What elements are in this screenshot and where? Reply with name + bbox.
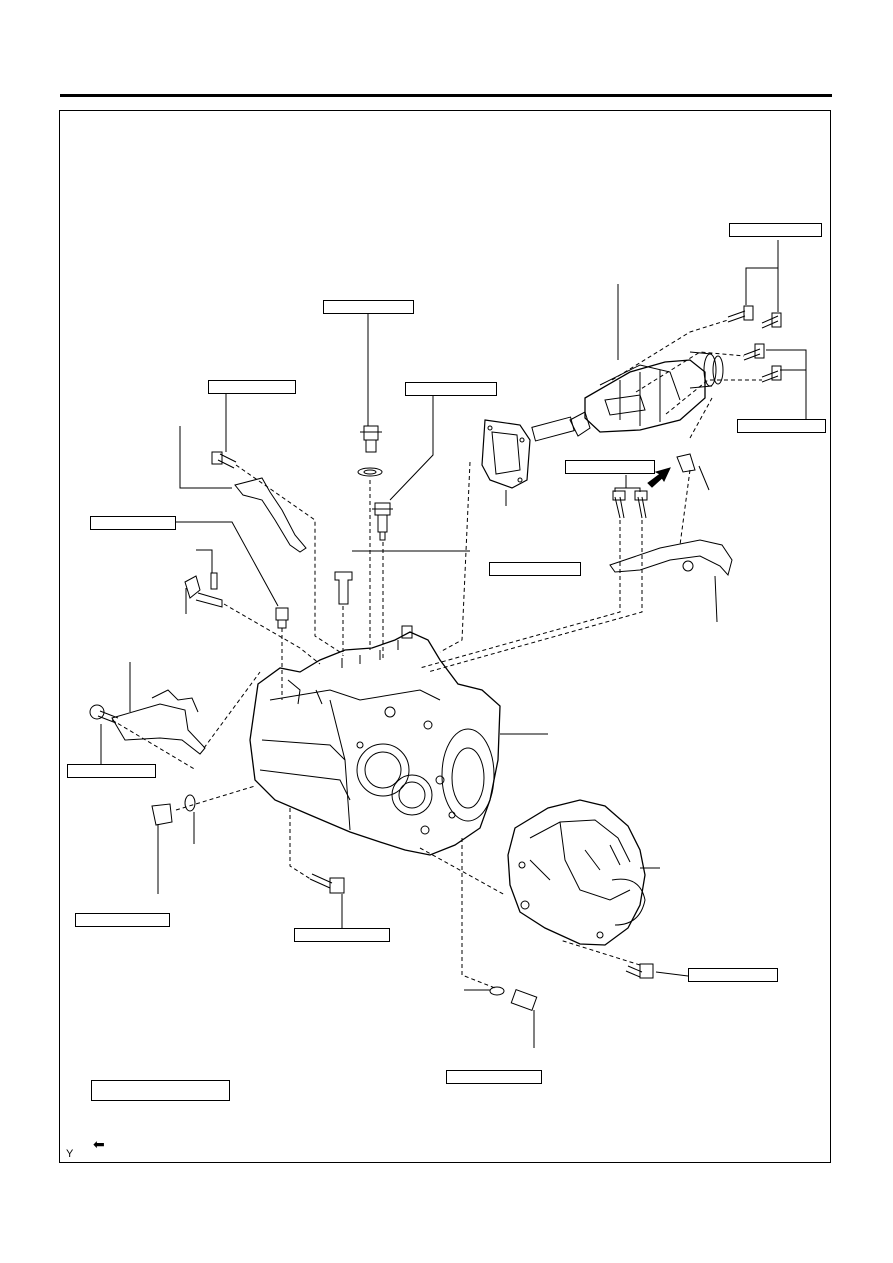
arrow-right-icon [647, 467, 671, 488]
plug-left [275, 607, 289, 629]
bolt-tr-1 [727, 305, 754, 323]
plug-left-lower [151, 803, 173, 826]
bolt-bottom-right [625, 963, 654, 979]
shift-lever-assembly [531, 351, 724, 442]
label-box-8 [489, 562, 581, 576]
label-box-13 [446, 1070, 542, 1084]
header-rule [60, 94, 832, 97]
gasket [481, 419, 531, 489]
figure-frame [59, 110, 831, 1163]
switch-mid [372, 502, 393, 541]
switch-top [357, 425, 383, 477]
label-box-4 [405, 382, 497, 396]
plug-mid [334, 571, 353, 605]
control-bracket [609, 539, 733, 577]
plug-bottom [510, 989, 538, 1011]
bolt-bottom-mid [309, 873, 345, 894]
label-box-14 [91, 1080, 230, 1101]
pin [210, 572, 218, 590]
label-box-10 [75, 913, 170, 927]
label-box-12 [688, 968, 778, 982]
label-box-2 [323, 300, 414, 314]
label-box-6 [565, 460, 655, 474]
bolt-right-1 [612, 490, 626, 519]
label-box-5 [737, 419, 826, 433]
label-box-9 [67, 764, 156, 778]
lock-lever [234, 477, 307, 553]
bolt-right-2 [634, 490, 648, 519]
bolt-tr-2 [761, 312, 782, 329]
clip-right [676, 453, 696, 473]
case-bell [441, 728, 495, 822]
bolt-left-upper [211, 451, 237, 469]
bolt-tr-4 [761, 365, 782, 383]
case-bore-left [356, 743, 410, 797]
case-cover [507, 799, 646, 946]
case-bore-right [391, 774, 433, 816]
label-box-3 [208, 380, 296, 394]
transaxle-case [249, 631, 501, 856]
selector-bracket [111, 703, 206, 755]
arrow-left-icon: ⬅ [93, 1136, 105, 1152]
figure-id: Y [66, 1148, 74, 1160]
bolt-left-lower [89, 704, 119, 724]
label-box-7 [90, 516, 176, 530]
label-box-11 [294, 928, 390, 942]
washer-left [184, 794, 196, 812]
bolt-tr-3 [743, 343, 765, 361]
bolt-left-mid [184, 575, 223, 608]
washer-bottom [489, 986, 505, 996]
label-box-1 [729, 223, 822, 237]
